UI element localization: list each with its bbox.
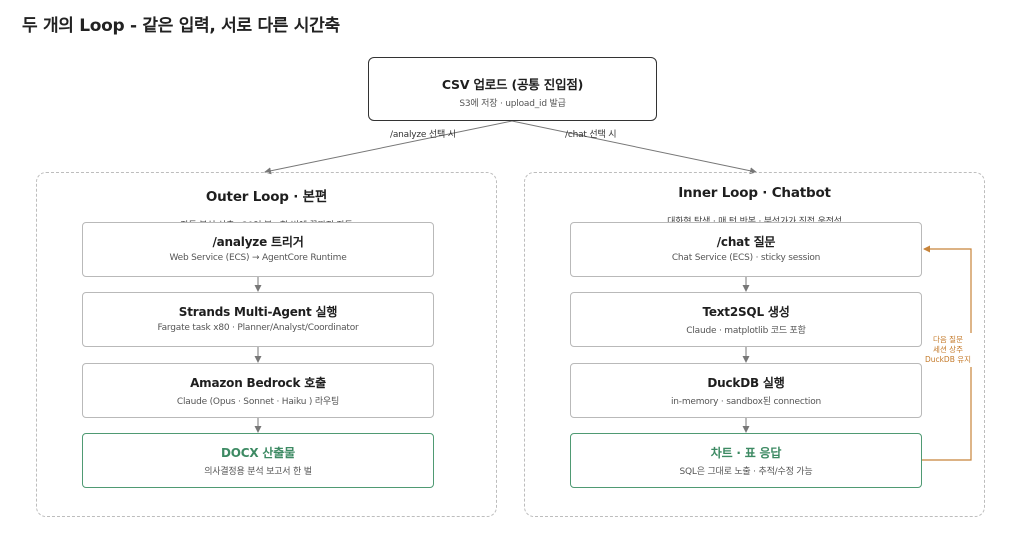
inner-step-subtitle: Claude · matplotlib 코드 포함 <box>686 326 806 336</box>
inner-loop-title: Inner Loop · Chatbot <box>678 185 831 201</box>
loop-note-line: 다음 질문 <box>933 335 963 344</box>
csv-upload-subtitle: S3에 저장 · upload_id 발급 <box>459 99 566 109</box>
inner-step-title: /chat 질문 <box>716 235 776 249</box>
outer-step-analyze-trigger: /analyze 트리거 Web Service (ECS) → AgentCo… <box>82 222 434 277</box>
outer-step-title: DOCX 산출물 <box>221 446 295 460</box>
inner-step-title: 차트 · 표 응답 <box>710 446 782 460</box>
inner-step-chart-table-response: 차트 · 표 응답 SQL은 그대로 노출 · 추적/수정 가능 <box>570 433 922 488</box>
loop-back-note: 다음 질문 세션 상주 DuckDB 유지 <box>923 333 973 367</box>
inner-step-duckdb-run: DuckDB 실행 in-memory · sandbox된 connectio… <box>570 363 922 418</box>
inner-step-subtitle: SQL은 그대로 노출 · 추적/수정 가능 <box>679 467 813 477</box>
outer-step-title: /analyze 트리거 <box>212 235 304 249</box>
inner-step-text2sql: Text2SQL 생성 Claude · matplotlib 코드 포함 <box>570 292 922 347</box>
edge-label-chat: /chat 선택 시 <box>565 130 617 140</box>
inner-step-title: DuckDB 실행 <box>707 376 785 390</box>
outer-loop-title: Outer Loop · 본편 <box>205 189 328 205</box>
loop-note-line: DuckDB 유지 <box>924 355 972 364</box>
inner-step-title: Text2SQL 생성 <box>702 305 790 319</box>
outer-step-subtitle: Fargate task x80 · Planner/Analyst/Coord… <box>157 323 359 333</box>
outer-step-docx-output: DOCX 산출물 의사결정용 분석 보고서 한 벌 <box>82 433 434 488</box>
outer-step-subtitle: 의사결정용 분석 보고서 한 벌 <box>204 467 312 477</box>
outer-step-title: Amazon Bedrock 호출 <box>190 376 326 390</box>
edge-to-inner <box>511 120 757 175</box>
outer-step-title: Strands Multi-Agent 실행 <box>178 305 338 319</box>
csv-upload-node: CSV 업로드 (공통 진입점) S3에 저장 · upload_id 발급 <box>368 57 657 121</box>
edge-label-analyze: /analyze 선택 시 <box>390 130 456 140</box>
outer-step-subtitle: Web Service (ECS) → AgentCore Runtime <box>169 253 347 263</box>
inner-step-chat-question: /chat 질문 Chat Service (ECS) · sticky ses… <box>570 222 922 277</box>
outer-step-strands-multi-agent: Strands Multi-Agent 실행 Fargate task x80 … <box>82 292 434 347</box>
edge-to-outer <box>264 120 513 175</box>
csv-upload-title: CSV 업로드 (공통 진입점) <box>441 77 584 92</box>
loop-note-line: 세션 상주 <box>933 345 963 354</box>
outer-step-subtitle: Claude (Opus · Sonnet · Haiku ) 라우팅 <box>176 397 340 407</box>
inner-step-subtitle: in-memory · sandbox된 connection <box>670 397 822 407</box>
outer-step-bedrock-call: Amazon Bedrock 호출 Claude (Opus · Sonnet … <box>82 363 434 418</box>
inner-step-subtitle: Chat Service (ECS) · sticky session <box>671 253 821 263</box>
page-title: 두 개의 Loop - 같은 입력, 서로 다른 시간축 <box>22 16 340 36</box>
